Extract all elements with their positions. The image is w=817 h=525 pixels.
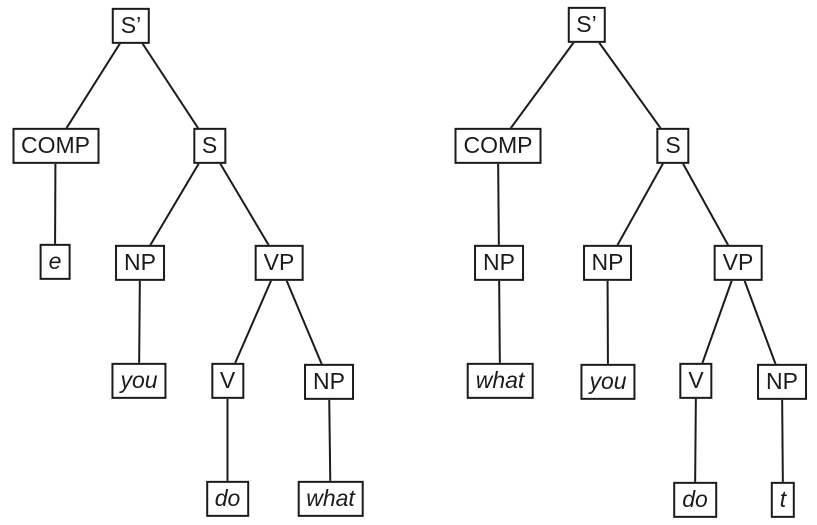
tree-edge-comp-np-comp [497, 145, 500, 264]
tree-edge-sbar-comp [497, 24, 588, 147]
tree-edge-vp-v [695, 262, 739, 382]
tree-edge-v-do [694, 380, 697, 500]
tree-edge-comp-e [54, 145, 57, 263]
tree-edge-np-subj-you [138, 262, 141, 382]
tree-edge-vp-np-obj [737, 262, 783, 382]
tree-edge-np-obj-t [781, 381, 784, 501]
tree-edge-sbar-s [585, 24, 674, 147]
tree-edge-np-subj-you [606, 262, 609, 382]
tree-edge-s-vp [672, 145, 739, 264]
tree-edge-s-np-subj [606, 145, 674, 264]
tree-edge-sbar-comp [54, 25, 132, 147]
tree-edge-np-comp-what [498, 262, 501, 382]
tree-edge-vp-v [226, 262, 280, 381]
tree-edge-sbar-s [130, 25, 211, 147]
tree-edge-s-vp [208, 144, 280, 264]
tree-edge-np-obj-what [328, 381, 332, 500]
tree-edge-vp-np-obj [278, 262, 330, 382]
tree-edge-s-np-subj [139, 144, 211, 264]
